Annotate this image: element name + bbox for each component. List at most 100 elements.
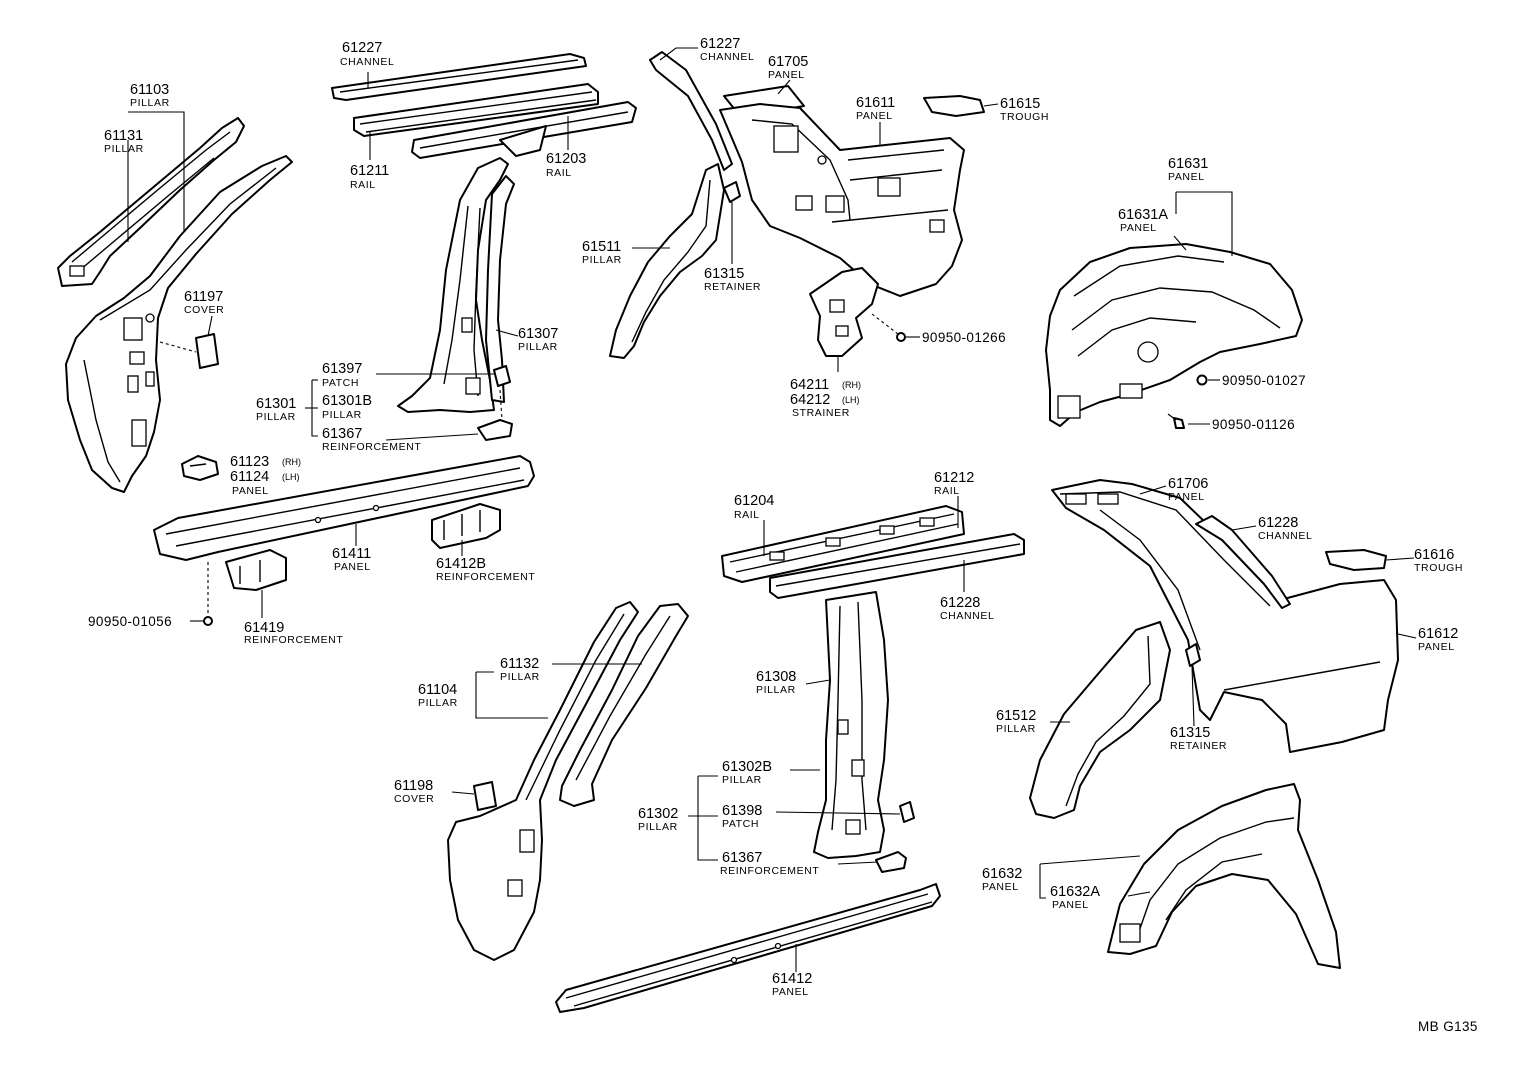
part-61419-reinforcement: [225, 549, 287, 591]
part-number: 61302: [638, 806, 678, 822]
part-number: 61632: [982, 866, 1022, 882]
part-number: 61398: [722, 803, 762, 819]
part-number: 61307: [518, 326, 558, 342]
callout-61308: 61308 PILLAR: [756, 669, 796, 696]
part-61197-cover: [159, 333, 219, 369]
callout-61301: 61301 PILLAR: [256, 396, 296, 423]
part-label: PILLAR: [722, 774, 762, 786]
part-61227-channel-top: [331, 53, 587, 101]
part-label: REINFORCEMENT: [322, 441, 421, 453]
part-label: PATCH: [722, 818, 759, 830]
part-label: RETAINER: [704, 281, 761, 293]
part-number: 61301B: [322, 393, 372, 409]
part-61631-wheel-housing: [1045, 243, 1303, 427]
part-90950-01266-clip: [871, 313, 906, 342]
part-label: PILLAR: [756, 684, 796, 696]
part-label: PANEL: [1418, 641, 1455, 653]
part-label: CHANNEL: [1258, 530, 1312, 542]
part-61227-channel-upper-right: [649, 51, 733, 171]
part-61411-rocker-panel: [153, 455, 535, 561]
callout-64212: 64212 (LH) STRAINER: [790, 392, 860, 419]
side-suffix: (LH): [282, 472, 300, 482]
part-label: PANEL: [1168, 491, 1205, 503]
part-90950-01126-clip: [1167, 413, 1185, 429]
part-90950-01027-clip: [1196, 374, 1208, 386]
part-61611-inner-quarter-panel: [719, 103, 965, 297]
callout-61131: 61131 PILLAR: [104, 128, 143, 155]
part-number: 61132: [500, 656, 539, 672]
part-label: PILLAR: [130, 97, 170, 109]
callout-61204: 61204 RAIL: [734, 493, 774, 521]
part-number: 61197: [184, 289, 223, 305]
callout-61412B: 61412B REINFORCEMENT: [436, 556, 535, 583]
part-label: PANEL: [856, 110, 893, 122]
part-number: 61616: [1414, 547, 1454, 563]
part-number: 61419: [244, 620, 284, 636]
part-number: 61315: [704, 266, 744, 282]
part-number: 61397: [322, 361, 362, 377]
part-label: PANEL: [1120, 222, 1157, 234]
part-label: CHANNEL: [340, 56, 394, 68]
part-label: COVER: [394, 793, 434, 805]
part-61397-patch: [493, 365, 511, 387]
callout-61203: 61203 RAIL: [546, 151, 586, 179]
part-label: PILLAR: [518, 341, 558, 353]
part-code: 90950-01056: [88, 614, 172, 629]
part-61511-pillar: [609, 163, 725, 359]
callout-61302B: 61302B PILLAR: [722, 759, 772, 786]
part-61228-channel-lower-right: [1195, 515, 1291, 609]
part-label: PILLAR: [500, 671, 540, 683]
callout-61367-lower: 61367 REINFORCEMENT: [720, 850, 819, 877]
callout-61705: 61705 PANEL: [768, 54, 808, 81]
part-number: 61301: [256, 396, 296, 412]
part-label: PILLAR: [638, 821, 678, 833]
part-61398-patch: [899, 801, 915, 823]
part-number: 61227: [342, 40, 382, 56]
part-number: 61315: [1170, 725, 1210, 741]
callout-61511: 61511 PILLAR: [582, 239, 622, 266]
callout-61212: 61212 RAIL: [934, 470, 974, 497]
part-number: 61411: [332, 546, 371, 562]
part-61104-outer-pillar: [447, 601, 639, 961]
part-90950-01056-clip: [203, 562, 213, 626]
part-label: PANEL: [334, 561, 371, 573]
part-number: 61632A: [1050, 884, 1100, 900]
part-number: 61203: [546, 151, 586, 167]
part-label: COVER: [184, 304, 224, 316]
part-label: PILLAR: [582, 254, 622, 266]
leader-lines: [127, 47, 1417, 972]
part-label: PANEL: [772, 986, 809, 998]
part-number: 61302B: [722, 759, 772, 775]
callout-61612: 61612 PANEL: [1418, 626, 1458, 653]
part-number: 61615: [1000, 96, 1040, 112]
callout-61631: 61631 PANEL: [1168, 156, 1208, 183]
part-61412B-reinforcement: [431, 503, 501, 549]
callout-61228-middle: 61228 CHANNEL: [940, 595, 994, 622]
part-64211-strainer: [809, 267, 879, 357]
part-number: 61103: [130, 82, 169, 98]
part-61315-retainer-top: [723, 181, 741, 203]
part-61615-trough: [923, 95, 985, 117]
part-61367-reinforcement-top: [477, 389, 513, 441]
callout-61211: 61211 RAIL: [350, 163, 389, 191]
part-61632-wheel-housing: [1107, 783, 1341, 969]
part-label: RAIL: [350, 179, 376, 191]
part-label: REINFORCEMENT: [244, 634, 343, 646]
part-label: PATCH: [322, 377, 359, 389]
part-label: REINFORCEMENT: [436, 571, 535, 583]
part-number: 61198: [394, 778, 433, 794]
part-number: 61631: [1168, 156, 1208, 172]
part-61132-inner-pillar: [559, 603, 689, 807]
part-61212-rail: [769, 533, 1025, 599]
callout-61301B: 61301B PILLAR: [322, 393, 372, 421]
part-label: PILLAR: [418, 697, 458, 709]
callout-61411: 61411 PANEL: [332, 546, 371, 573]
callout-61104: 61104 PILLAR: [418, 682, 458, 709]
callout-61307: 61307 PILLAR: [518, 326, 558, 353]
part-number: 61512: [996, 708, 1036, 724]
part-label: RAIL: [734, 509, 760, 521]
callout-61132: 61132 PILLAR: [500, 656, 540, 683]
callout-61419: 61419 REINFORCEMENT: [244, 620, 343, 646]
callout-61706: 61706 PANEL: [1168, 476, 1208, 503]
